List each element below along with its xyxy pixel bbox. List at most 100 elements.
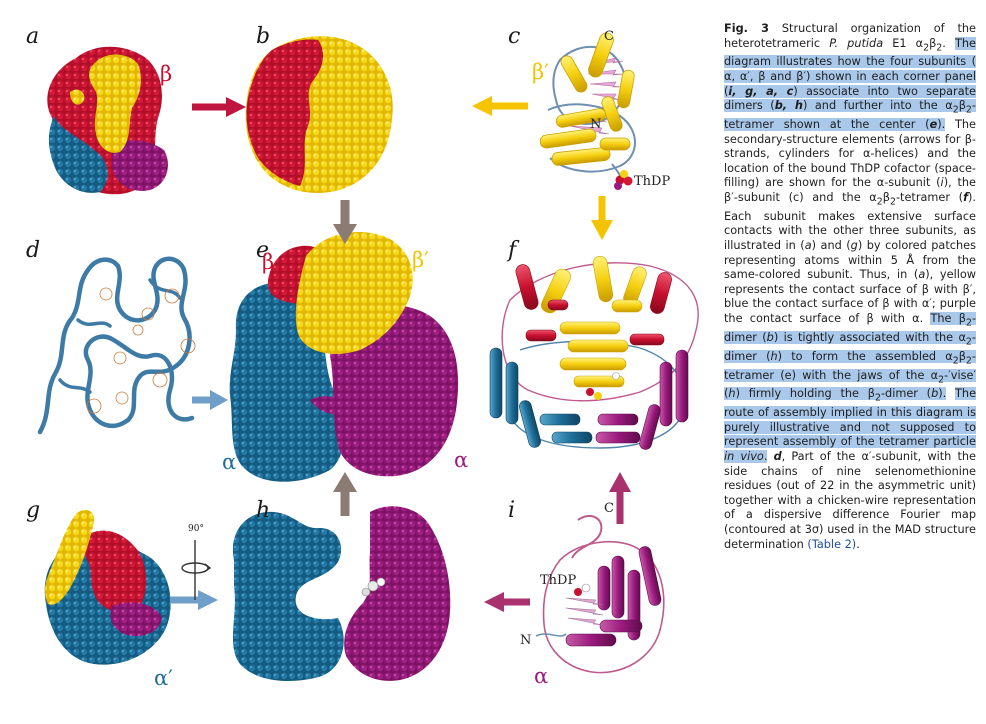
panel-label-g: g	[26, 498, 41, 523]
caption-subscript: 2	[938, 373, 945, 385]
caption-subscript: 2	[889, 196, 896, 208]
caption-text: ), the β′-subunit (c) and the α	[724, 176, 976, 205]
caption-text: -tetramer shown at the center (	[724, 99, 976, 132]
caption-in-vivo: in vivo	[724, 450, 764, 464]
panel-label-e: e	[256, 238, 270, 263]
label-beta-prime-c: β′	[532, 60, 549, 84]
rotation-90-icon	[181, 540, 212, 600]
caption-panel-ref: g	[850, 239, 858, 253]
caption-panel-ref: i, g, a, c	[728, 84, 794, 98]
caption-text: The route of assembly implied in this di…	[724, 387, 977, 449]
caption-text: ) and further into the α	[802, 99, 953, 113]
caption-subscript: 2	[952, 104, 959, 116]
panel-label-f: f	[508, 238, 517, 263]
caption-subscript: 2	[876, 196, 883, 208]
panel-e-tetramer	[229, 232, 459, 482]
label-c-terminus-c: C	[604, 29, 614, 44]
panel-c-beta-prime-ribbon	[539, 32, 636, 190]
caption-text: ) is tightly associated with the α	[773, 330, 966, 344]
caption-panel-ref: h	[770, 349, 778, 363]
caption-panel-ref: e	[929, 118, 938, 132]
label-rotation: 90°	[188, 524, 204, 534]
panel-label-h: h	[256, 498, 271, 523]
caption-highlight-2: The β2-dimer (b) is tightly associated w…	[724, 312, 977, 404]
caption-subscript: 2	[965, 336, 972, 348]
panel-label-a: a	[26, 24, 40, 49]
figure-3-panels: a b c d e f g h i β β′ β β′ α′ α α′ α C …	[26, 24, 699, 690]
caption-text: The secondary-structure elements (arrows…	[724, 118, 976, 190]
panel-h-alpha-dimer	[232, 506, 451, 681]
caption-text	[946, 387, 955, 400]
arrow-h-to-e	[333, 472, 357, 516]
caption-text: -tetramer (	[895, 191, 964, 205]
panel-label-b: b	[256, 24, 271, 49]
caption-text: ). Each subunit makes extensive surface …	[724, 191, 976, 253]
panel-f-tetramer-ribbon	[489, 255, 699, 450]
arrow-i-to-f	[609, 472, 631, 524]
caption-text: The diagram illustrates how the four sub…	[724, 36, 976, 98]
caption-panel-ref: h	[728, 387, 736, 401]
caption-text: β	[882, 191, 890, 205]
caption-panel-ref: a	[918, 268, 926, 282]
caption-text: ) associate into two separate dimers (	[724, 84, 977, 113]
caption-panel-ref: i	[940, 176, 944, 190]
caption-subscript: 2	[923, 41, 930, 53]
caption-subscript: 2	[936, 41, 943, 53]
caption-text: β	[958, 349, 966, 363]
caption-text: ).	[938, 387, 947, 401]
caption-text: .	[763, 450, 768, 464]
label-thdp-c: ThDP	[634, 174, 671, 189]
panel-label-d: d	[26, 238, 41, 263]
caption-text: ) and (	[811, 239, 851, 253]
caption-paragraph: Fig. 3 Structural organization of the he…	[724, 22, 977, 552]
caption-text: .	[856, 537, 860, 551]
caption-text: ), yellow represents the contact surface…	[724, 268, 977, 326]
label-alpha-prime-g: α′	[154, 666, 173, 690]
caption-panel-ref: a	[804, 239, 812, 253]
label-alpha-i: α	[534, 664, 549, 688]
panel-label-c: c	[508, 24, 521, 49]
panel-i-alpha-ribbon	[535, 515, 665, 674]
label-n-terminus-i: N	[520, 633, 532, 648]
caption-text: ) to form the assembled α	[777, 349, 953, 363]
panel-label-i: i	[508, 498, 516, 523]
caption-species: P. putida	[829, 36, 884, 50]
panel-d-alpha-prime-fragment	[37, 256, 196, 435]
caption-table-link[interactable]: (Table 2)	[807, 537, 857, 551]
caption-figure-number: Fig. 3	[724, 22, 770, 35]
caption-text: Structural organization of the heterotet…	[724, 22, 977, 50]
caption-text: -dimer (	[724, 312, 977, 344]
caption-text: , Part of the α′-subunit, with the side …	[724, 450, 976, 551]
caption-text: -′vise′ (	[724, 368, 976, 401]
caption-text: .	[942, 36, 946, 50]
caption-text: The β	[930, 312, 966, 326]
label-beta-a: β	[160, 62, 173, 86]
label-thdp-i: ThDP	[540, 573, 577, 588]
caption-panel-ref: f	[963, 191, 968, 205]
arrow-c-to-f	[591, 196, 613, 240]
label-alpha-e: α	[454, 448, 469, 472]
caption-text: β	[929, 36, 937, 50]
label-n-terminus-c: N	[590, 117, 602, 132]
panel-g-alpha-prime-subunit	[44, 509, 171, 665]
arrow-g-to-h	[170, 590, 218, 610]
label-beta-prime-e: β′	[412, 248, 429, 272]
arrow-i-to-h	[484, 592, 530, 612]
panel-b-beta-dimer	[245, 36, 393, 193]
caption-subscript: 2	[965, 104, 972, 116]
caption-panel-ref: b	[931, 387, 939, 401]
caption-subscript: 2	[965, 354, 972, 366]
caption-subscript: 2	[952, 354, 959, 366]
label-beta-e: β	[262, 250, 275, 274]
label-alpha-prime-e: α′	[222, 450, 241, 474]
label-c-terminus-i: C	[604, 501, 614, 516]
caption-subscript: 2	[965, 317, 972, 329]
caption-text: -tetramer (e) with the jaws of the α	[724, 349, 976, 382]
caption-text: -dimer (	[724, 330, 976, 363]
caption-text: ).	[937, 118, 946, 132]
caption-text: ) by colored patches representing atoms …	[724, 239, 976, 282]
arrow-b-to-e	[333, 200, 357, 244]
caption-text: E1 α	[883, 36, 924, 50]
figure-caption: Fig. 3 Structural organization of the he…	[724, 22, 977, 552]
caption-text: ) firmly holding the β	[735, 387, 875, 401]
